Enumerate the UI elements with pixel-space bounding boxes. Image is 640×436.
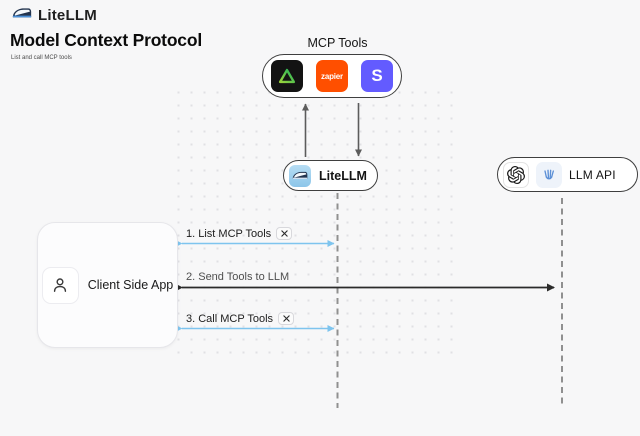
mcp-tools-node[interactable]: zapier S xyxy=(262,54,402,98)
step-1-text: 1. List MCP Tools xyxy=(186,227,272,240)
client-node-label: Client Side App xyxy=(87,278,174,292)
stripe-icon[interactable]: S xyxy=(361,60,393,92)
mcp-tools-label: MCP Tools xyxy=(307,36,368,50)
openai-icon xyxy=(503,161,529,188)
zapier-label: zapier xyxy=(321,71,343,81)
client-side-app-node[interactable]: Client Side App xyxy=(37,222,178,348)
zapier-icon[interactable]: zapier xyxy=(316,60,348,92)
litellm-node[interactable]: LiteLLM xyxy=(283,160,378,191)
user-icon xyxy=(41,266,79,304)
litellm-train-icon xyxy=(12,6,32,25)
step-2-text: 2. Send Tools to LLM xyxy=(186,271,290,283)
app-brand: LiteLLM xyxy=(12,6,97,25)
step-3-label: 3. Call MCP Tools xyxy=(186,312,295,325)
llm-api-node-label: LLM API xyxy=(569,167,616,182)
llm-api-node[interactable]: LLM API xyxy=(497,157,638,192)
tools-icon xyxy=(276,227,293,240)
step-1-label: 1. List MCP Tools xyxy=(186,227,293,240)
dot-grid-background xyxy=(172,86,454,354)
brand-name: LiteLLM xyxy=(38,7,97,24)
page-title: Model Context Protocol xyxy=(10,30,202,50)
page-subtitle: List and call MCP tools xyxy=(11,55,72,61)
step-2-label: 2. Send Tools to LLM xyxy=(186,271,289,283)
tools-icon xyxy=(278,312,295,325)
stripe-label: S xyxy=(371,66,383,85)
litellm-train-icon xyxy=(289,164,311,187)
llm-provider-icon xyxy=(536,161,562,188)
green-triangle-tool-icon[interactable] xyxy=(271,60,303,92)
step-3-text: 3. Call MCP Tools xyxy=(186,312,274,325)
litellm-node-label: LiteLLM xyxy=(319,168,367,183)
